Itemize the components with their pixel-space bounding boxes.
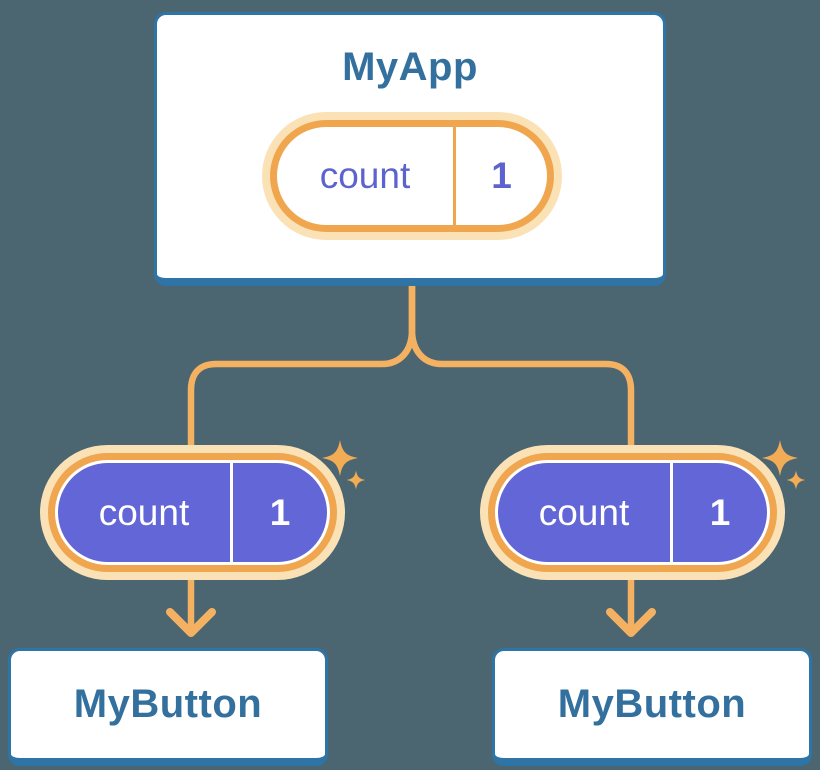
pill-divider bbox=[670, 463, 673, 562]
mybutton-title: MyButton bbox=[73, 682, 263, 726]
state-value: 1 bbox=[491, 155, 512, 196]
arrow-left-head-icon bbox=[166, 608, 216, 637]
prop-value: 1 bbox=[269, 491, 291, 533]
mybutton-title: MyButton bbox=[557, 682, 747, 726]
arrow-right-head-icon bbox=[606, 608, 656, 637]
pill-ring: count 1 bbox=[488, 453, 777, 572]
pill-divider bbox=[230, 463, 233, 562]
right-prop-pill: count 1 bbox=[480, 445, 785, 580]
prop-label: count bbox=[98, 491, 190, 533]
pill-ring: count 1 bbox=[270, 120, 554, 232]
mybutton-card-left: MyButton bbox=[8, 648, 328, 766]
state-label: count bbox=[319, 155, 411, 196]
connector-right-branch bbox=[408, 286, 635, 447]
connector-left-branch bbox=[187, 286, 416, 447]
root-state-pill: count 1 bbox=[262, 112, 562, 240]
pill-ring: count 1 bbox=[48, 453, 337, 572]
prop-value: 1 bbox=[709, 491, 731, 533]
myapp-title: MyApp bbox=[342, 45, 478, 89]
prop-label: count bbox=[538, 491, 630, 533]
myapp-card: MyApp count 1 bbox=[154, 12, 666, 286]
mybutton-card-right: MyButton bbox=[492, 648, 812, 766]
pill-divider bbox=[453, 127, 456, 225]
left-prop-pill: count 1 bbox=[40, 445, 345, 580]
